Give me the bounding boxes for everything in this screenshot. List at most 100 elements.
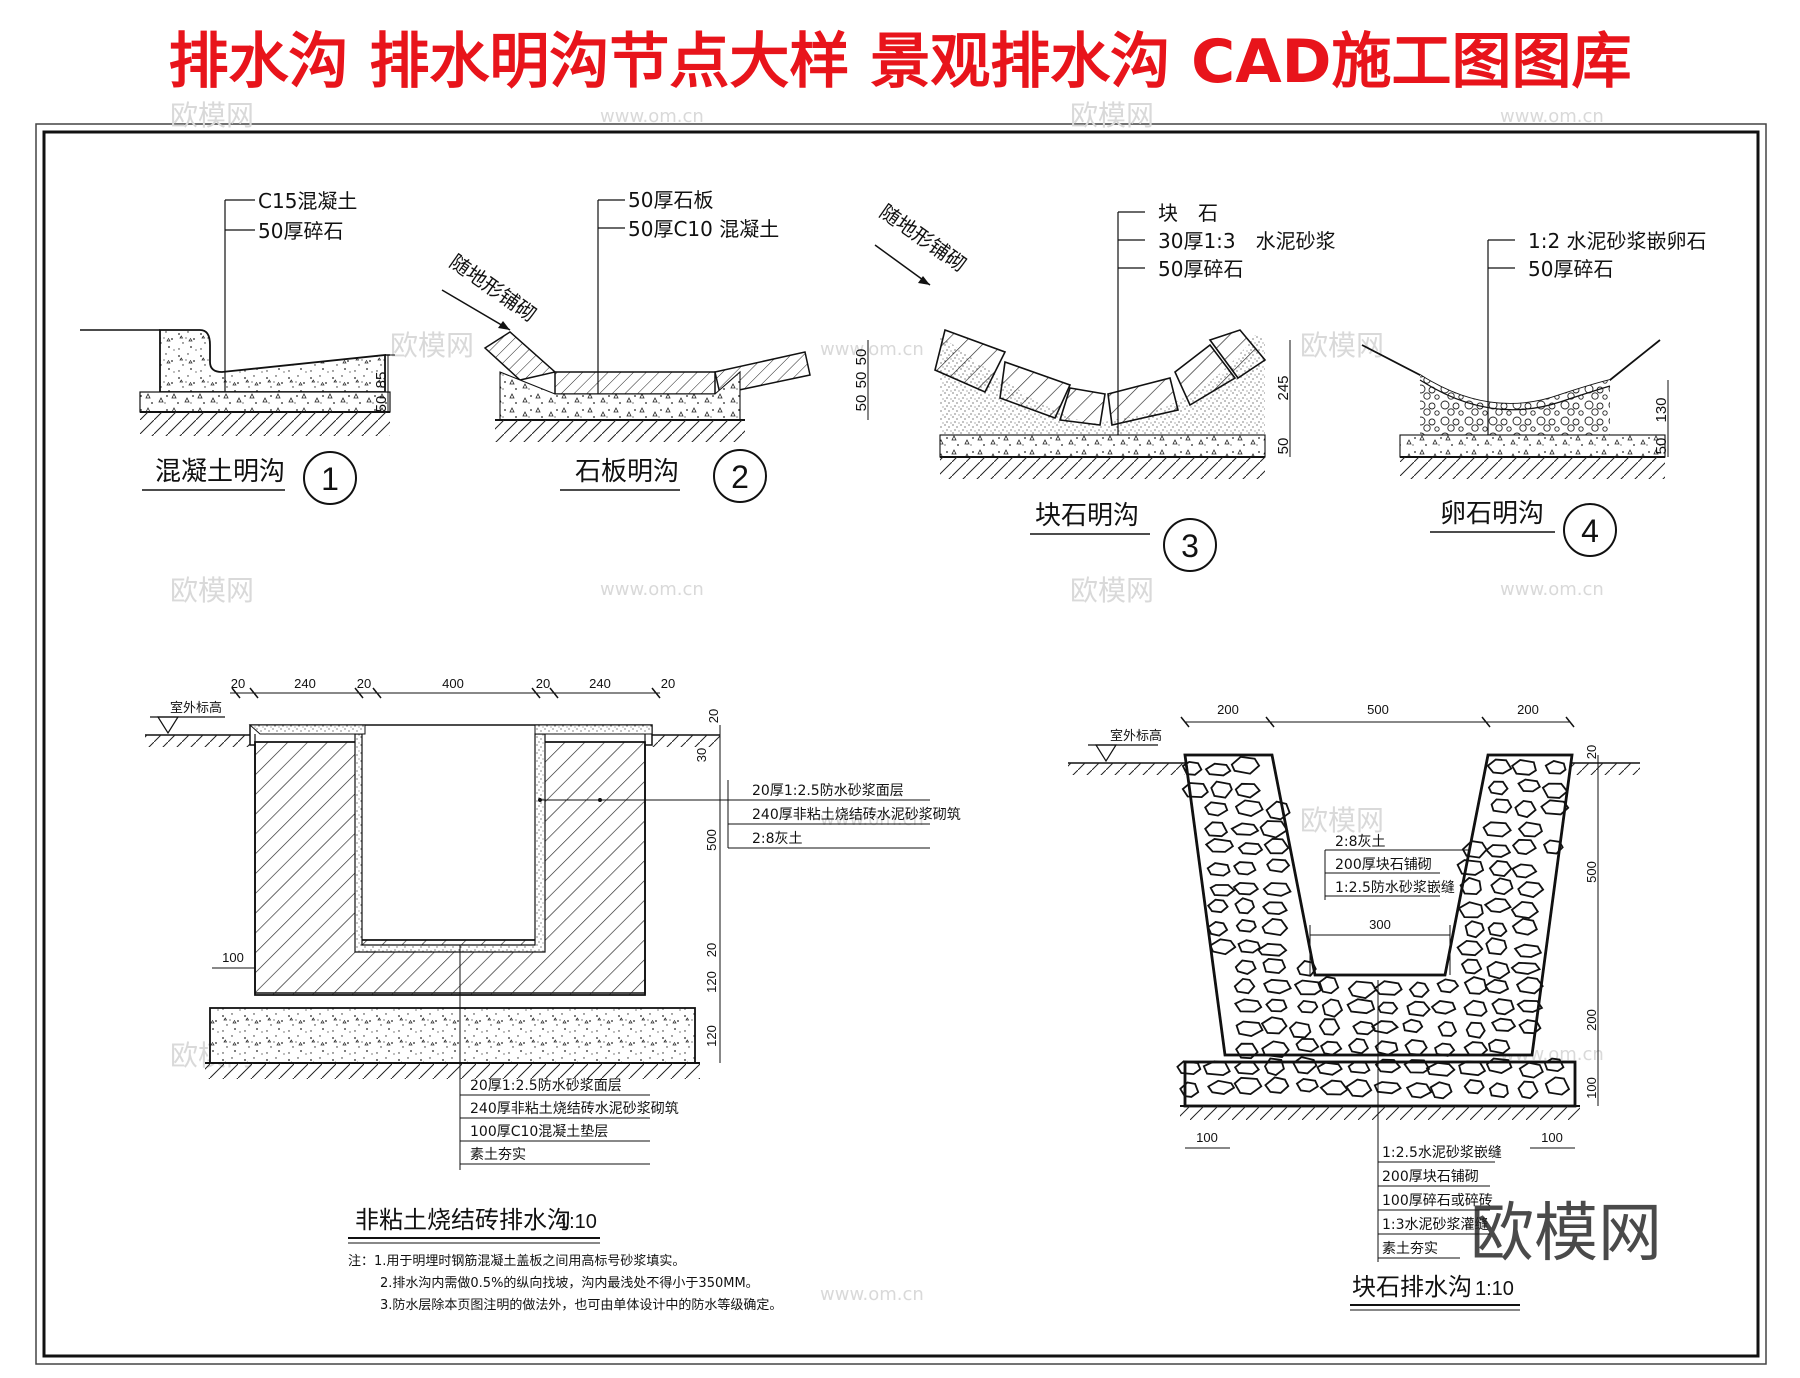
outer-frame [35, 123, 1767, 1365]
rubble-stone [1487, 780, 1509, 796]
brick-right-dim-5: 120 [704, 971, 719, 993]
rubble-stone [1482, 821, 1512, 838]
rubble-stone [1233, 998, 1263, 1013]
rubble-stone [1373, 980, 1403, 996]
detail-2-stone-slab-ditch: 随地形铺砌 50厚石板 50厚C10 混凝土 50 50 50 石板明沟 2 [441, 188, 870, 503]
rubble-stone [1541, 782, 1569, 799]
rubble-stone [1262, 901, 1288, 916]
rubble-lower-callout-3: 100厚碎石或碎砖 [1382, 1193, 1493, 1209]
rubble-stone [1181, 760, 1203, 776]
rubble-stone [1490, 798, 1513, 814]
detail-1-layer-1: C15混凝土 [258, 189, 357, 213]
watermark-brand: 欧模网 [1300, 804, 1384, 837]
rubble-upper-callout-2: 200厚块石铺砌 [1335, 857, 1432, 873]
detail-4-dim-130: 130 [1653, 397, 1670, 422]
brick-upper-callout-2: 240厚非粘土烧结砖水泥砂浆砌筑 [752, 807, 961, 823]
rubble-stone [1262, 957, 1287, 975]
rubble-stone [1295, 1037, 1320, 1053]
watermark-brand: 欧模网 [1070, 574, 1154, 607]
inner-frame [42, 130, 1760, 1358]
rubble-stone [1233, 861, 1257, 876]
rubble-right-dim-4: 100 [1584, 1077, 1599, 1099]
rubble-stone [1263, 978, 1292, 995]
rubble-stone [1374, 1058, 1402, 1074]
rubble-lower-callout-1: 1:2.5水泥砂浆嵌缝 [1382, 1145, 1502, 1161]
rubble-stone [1408, 981, 1430, 998]
rubble-right-dim-1: 20 [1584, 745, 1599, 759]
rubble-stone [1264, 1076, 1290, 1094]
detail-2-title: 石板明沟 [575, 457, 679, 487]
rubble-top-dim-2: 500 [1367, 702, 1389, 717]
rubble-stone [1204, 838, 1235, 853]
watermark-brand: 欧模网 [170, 99, 254, 132]
rubble-scale: 1:10 [1475, 1278, 1514, 1300]
rubble-stone [1425, 1061, 1456, 1077]
detail-3-dim-50: 50 [1275, 438, 1292, 455]
rubble-stone [1405, 1082, 1433, 1099]
rubble-right-dim-3: 200 [1584, 1009, 1599, 1031]
rubble-bottom-dim-2: 100 [1541, 1130, 1563, 1145]
rubble-stone [1206, 898, 1229, 914]
rubble-stone [1297, 999, 1319, 1014]
rubble-stone [1234, 782, 1261, 799]
detail-3-layer-3: 50厚碎石 [1158, 257, 1243, 281]
rubble-stone [1517, 821, 1543, 838]
detail-3-title: 块石明沟 [1035, 501, 1139, 531]
watermark-url: www.om.cn [600, 579, 704, 600]
rubble-stone [1513, 943, 1543, 958]
detail-1-dim-85: 85 [373, 372, 390, 389]
rubble-stone [1544, 760, 1567, 775]
rubble-stone [1463, 999, 1488, 1017]
rubble-stone [1319, 1079, 1349, 1096]
detail-3-rubble-ditch: 随地形铺砌 块 石 30厚1:3 水泥砂浆 50厚碎石 245 50 块石明沟 … [874, 199, 1336, 572]
rubble-stone [1456, 859, 1485, 876]
rubble-stone [1347, 1037, 1370, 1055]
brick-note-1: 注：1.用于明埋时钢筋混凝土盖板之间用高标号砂浆填实。 [348, 1253, 685, 1269]
rubble-lower-callout-4: 1:3水泥砂浆灌缝 [1382, 1217, 1489, 1233]
rubble-stone [1235, 1020, 1264, 1037]
rubble-inner-dim: 300 [1369, 917, 1391, 932]
rubble-ditch-section: 200 500 200 室外标高 300 20 500 200 100 100 [1068, 702, 1640, 1311]
rubble-stone [1483, 897, 1512, 914]
detail-4-layer-2: 50厚碎石 [1528, 257, 1613, 281]
detail-3-number: 3 [1181, 528, 1199, 564]
rubble-stone [1511, 759, 1537, 776]
rubble-stone [1460, 958, 1483, 975]
rubble-stone [1516, 999, 1544, 1013]
brick-lower-callout-2: 240厚非粘土烧结砖水泥砂浆砌筑 [470, 1101, 679, 1117]
brick-right-dim-3: 500 [704, 829, 719, 851]
rubble-stone [1230, 822, 1260, 836]
rubble-stone [1234, 799, 1264, 817]
rubble-grade-label: 室外标高 [1110, 728, 1162, 744]
detail-4-dim-50: 50 [1653, 438, 1670, 455]
rubble-title: 块石排水沟 [1352, 1273, 1472, 1301]
detail-2-layer-1: 50厚石板 [628, 188, 713, 212]
rubble-stone [1207, 1079, 1236, 1095]
detail-4-pebble-ditch: 1:2 水泥砂浆嵌卵石 50厚碎石 130 50 卵石明沟 4 [1361, 229, 1707, 557]
rubble-stone [1486, 960, 1511, 980]
watermark-url: www.om.cn [820, 809, 924, 830]
rubble-stone [1514, 799, 1537, 819]
brick-lower-callout-1: 20厚1:2.5防水砂浆面层 [470, 1078, 622, 1094]
corner-brand-watermark: 欧模网 [1470, 1197, 1662, 1271]
rubble-stone [1230, 755, 1261, 775]
rubble-stone [1261, 918, 1289, 937]
rubble-stone [1511, 917, 1538, 936]
rubble-stone [1463, 1079, 1485, 1095]
detail-3-layer-2: 30厚1:3 水泥砂浆 [1158, 229, 1336, 253]
rubble-stone [1318, 976, 1340, 995]
rubble-stone [1488, 1082, 1509, 1099]
rubble-stone [1233, 1076, 1263, 1096]
rubble-upper-callout-1: 2:8灰土 [1335, 834, 1386, 850]
rubble-stone [1491, 998, 1515, 1016]
rubble-stone [1263, 1057, 1285, 1077]
watermark-url: www.om.cn [600, 106, 704, 127]
detail-1-number: 1 [321, 461, 339, 497]
rubble-upper-callout-3: 1:2.5防水砂浆嵌缝 [1335, 880, 1455, 896]
brick-top-dim-6: 240 [589, 676, 611, 691]
rubble-stone [1402, 1018, 1424, 1034]
brick-ditch-section: 20 240 20 400 20 240 20 室外标高 100 2 [145, 676, 961, 1313]
detail-4-title: 卵石明沟 [1440, 499, 1544, 529]
brick-top-dim-1: 20 [231, 676, 245, 691]
